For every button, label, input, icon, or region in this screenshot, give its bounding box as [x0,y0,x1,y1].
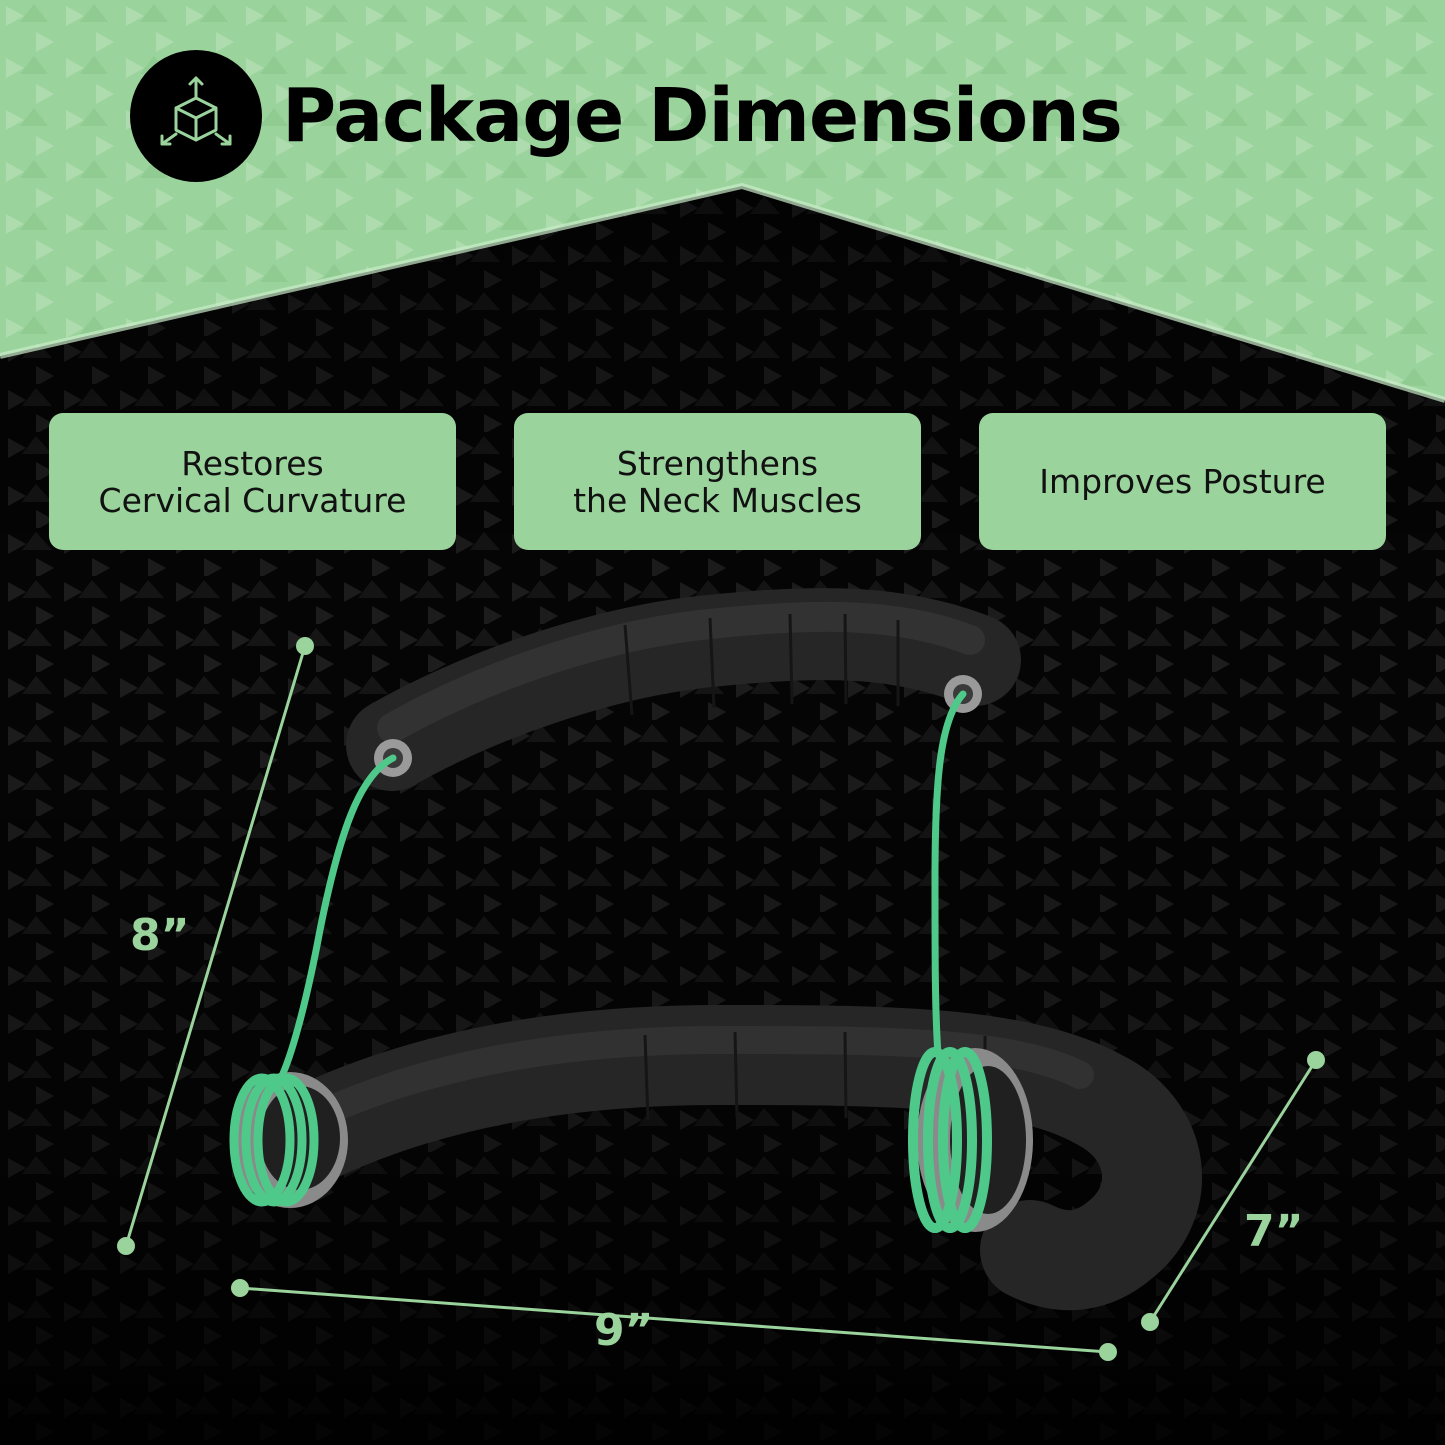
package-box-icon [130,50,262,182]
dimension-lines [117,637,1325,1361]
feature-label: Improves Posture [1039,462,1326,501]
feature-box-cervical-curvature: Restores Cervical Curvature [49,413,456,550]
dimension-label-height: 8” [130,910,190,961]
page-title: Package Dimensions [282,73,1123,159]
dimension-label-depth: 7” [1244,1206,1304,1257]
feature-box-posture: Improves Posture [979,413,1386,550]
neck-trainer-device [229,588,1202,1311]
header: Package Dimensions [130,50,1123,182]
dimension-label-width: 9” [594,1305,654,1356]
feature-box-neck-muscles: Strengthens the Neck Muscles [514,413,921,550]
feature-label: Restores Cervical Curvature [98,443,407,520]
feature-label: Strengthens the Neck Muscles [573,443,862,520]
